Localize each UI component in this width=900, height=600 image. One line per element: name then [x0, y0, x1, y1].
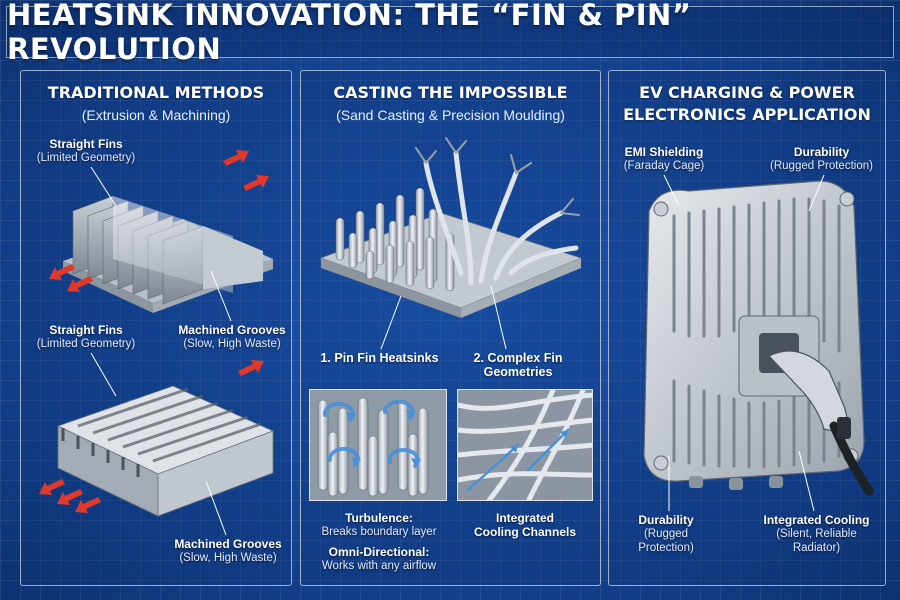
panel-title-casting: CASTING THE IMPOSSIBLE: [333, 83, 568, 102]
panel-title-ev-line2: ELECTRONICS APPLICATION: [623, 105, 871, 124]
inset-cooling-channels: [457, 389, 593, 501]
label-machined-grooves-bottom: Machined Grooves (Slow, High Waste): [174, 537, 282, 564]
panel-ev-application: EV CHARGING & POWER ELECTRONICS APPLICAT…: [608, 70, 886, 586]
page-title: HEATSINK INNOVATION: THE “FIN & PIN” REV…: [7, 0, 692, 66]
label-durability-bottom: Durability (Rugged Protection): [638, 513, 694, 554]
label-durability-top: Durability (Rugged Protection): [770, 145, 873, 172]
panel-casting: CASTING THE IMPOSSIBLE (Sand Casting & P…: [300, 70, 601, 586]
panel-subtitle-casting: (Sand Casting & Precision Moulding): [336, 107, 565, 123]
panel-traditional-methods: TRADITIONAL METHODS (Extrusion & Machini…: [20, 70, 292, 586]
label-integrated-cooling: Integrated Cooling (Silent, Reliable Rad…: [763, 513, 870, 554]
cast-heatsink-illustration: [319, 137, 583, 318]
label-straight-fins-top: Straight Fins (Limited Geometry): [36, 137, 136, 164]
label-straight-fins-mid: Straight Fins (Limited Geometry): [36, 323, 136, 350]
label-pin-fin: 1. Pin Fin Heatsinks: [320, 351, 439, 365]
label-turbulence: Turbulence: Breaks boundary layer: [321, 511, 437, 538]
panel-title-ev-line1: EV CHARGING & POWER: [639, 83, 855, 102]
label-emi-shielding: EMI Shielding (Faraday Cage): [623, 145, 705, 172]
machined-heatsink-illustration: [39, 360, 275, 517]
label-machined-grooves-mid: Machined Grooves (Slow, High Waste): [178, 323, 286, 350]
label-complex-fin: 2. Complex Fin Geometries: [473, 351, 563, 379]
extruded-heatsink-illustration: [49, 150, 273, 313]
ev-charger-enclosure-illustration: [643, 180, 874, 496]
label-omni-directional: Omni-Directional: Works with any airflow: [321, 545, 437, 572]
inset-pin-fin-airflow: [309, 389, 447, 501]
panel-subtitle-traditional: (Extrusion & Machining): [81, 107, 231, 123]
label-integrated-cooling-channels: Integrated Cooling Channels: [474, 511, 576, 539]
title-banner: HEATSINK INNOVATION: THE “FIN & PIN” REV…: [6, 0, 894, 66]
panel-title-traditional: TRADITIONAL METHODS: [47, 83, 265, 102]
